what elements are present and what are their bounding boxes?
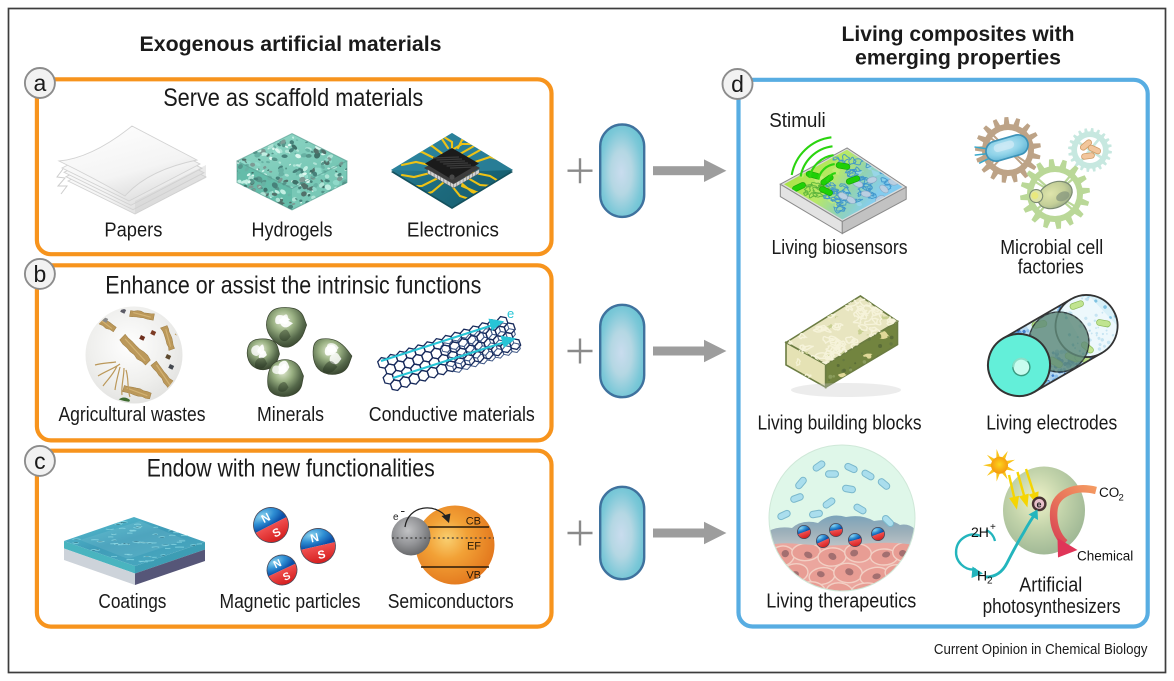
svg-text:Exogenous artificial materials: Exogenous artificial materials (140, 33, 442, 56)
svg-text:Minerals: Minerals (257, 404, 324, 426)
svg-text:S: S (281, 570, 292, 584)
svg-text:Living composites with: Living composites with (842, 23, 1075, 46)
svg-text:Stimuli: Stimuli (769, 110, 826, 132)
svg-text:2H: 2H (971, 524, 989, 540)
svg-text:c: c (34, 448, 46, 474)
svg-text:factories: factories (1018, 257, 1084, 279)
svg-text:N: N (272, 557, 284, 571)
svg-text:Artificial: Artificial (1019, 574, 1082, 596)
svg-text:EF: EF (467, 541, 481, 553)
svg-text:2: 2 (987, 576, 993, 587)
svg-text:Agricultural wastes: Agricultural wastes (59, 404, 206, 426)
svg-text:photosynthesizers: photosynthesizers (983, 596, 1121, 618)
svg-text:Hydrogels: Hydrogels (252, 219, 333, 241)
svg-text:d: d (731, 71, 744, 97)
svg-text:N: N (309, 532, 320, 546)
svg-text:b: b (34, 261, 47, 287)
svg-text:Coatings: Coatings (98, 591, 166, 613)
svg-text:2: 2 (1119, 493, 1124, 504)
svg-text:Conductive materials: Conductive materials (369, 404, 535, 426)
svg-text:Enhance or assist the intrinsi: Enhance or assist the intrinsic function… (105, 271, 481, 299)
svg-text:H: H (977, 568, 987, 584)
svg-text:e: e (1036, 500, 1041, 510)
svg-text:+: + (990, 522, 996, 533)
svg-text:Chemical: Chemical (1077, 549, 1133, 564)
svg-text:Papers: Papers (104, 219, 162, 241)
svg-text:Living therapeutics: Living therapeutics (766, 591, 916, 613)
svg-text:Magnetic particles: Magnetic particles (220, 591, 361, 613)
svg-text:Electronics: Electronics (407, 219, 499, 241)
svg-text:CB: CB (466, 516, 481, 528)
svg-text:CO: CO (1099, 485, 1119, 500)
svg-text:Living electrodes: Living electrodes (986, 413, 1117, 435)
svg-text:emerging properties: emerging properties (855, 47, 1061, 70)
svg-text:Serve as scaffold materials: Serve as scaffold materials (163, 84, 423, 112)
svg-text:Endow with new functionalities: Endow with new functionalities (147, 455, 435, 483)
svg-text:Living building blocks: Living building blocks (758, 413, 922, 435)
svg-text:VB: VB (466, 570, 481, 582)
svg-text:Living biosensors: Living biosensors (772, 237, 908, 259)
svg-text:S: S (317, 549, 327, 562)
svg-text:Semiconductors: Semiconductors (388, 591, 514, 613)
svg-text:e: e (393, 512, 399, 523)
svg-text:Current Opinion in Chemical Bi: Current Opinion in Chemical Biology (934, 641, 1148, 658)
svg-text:a: a (34, 70, 47, 96)
svg-text:e: e (507, 306, 514, 321)
svg-text:Microbial cell: Microbial cell (1000, 237, 1103, 259)
